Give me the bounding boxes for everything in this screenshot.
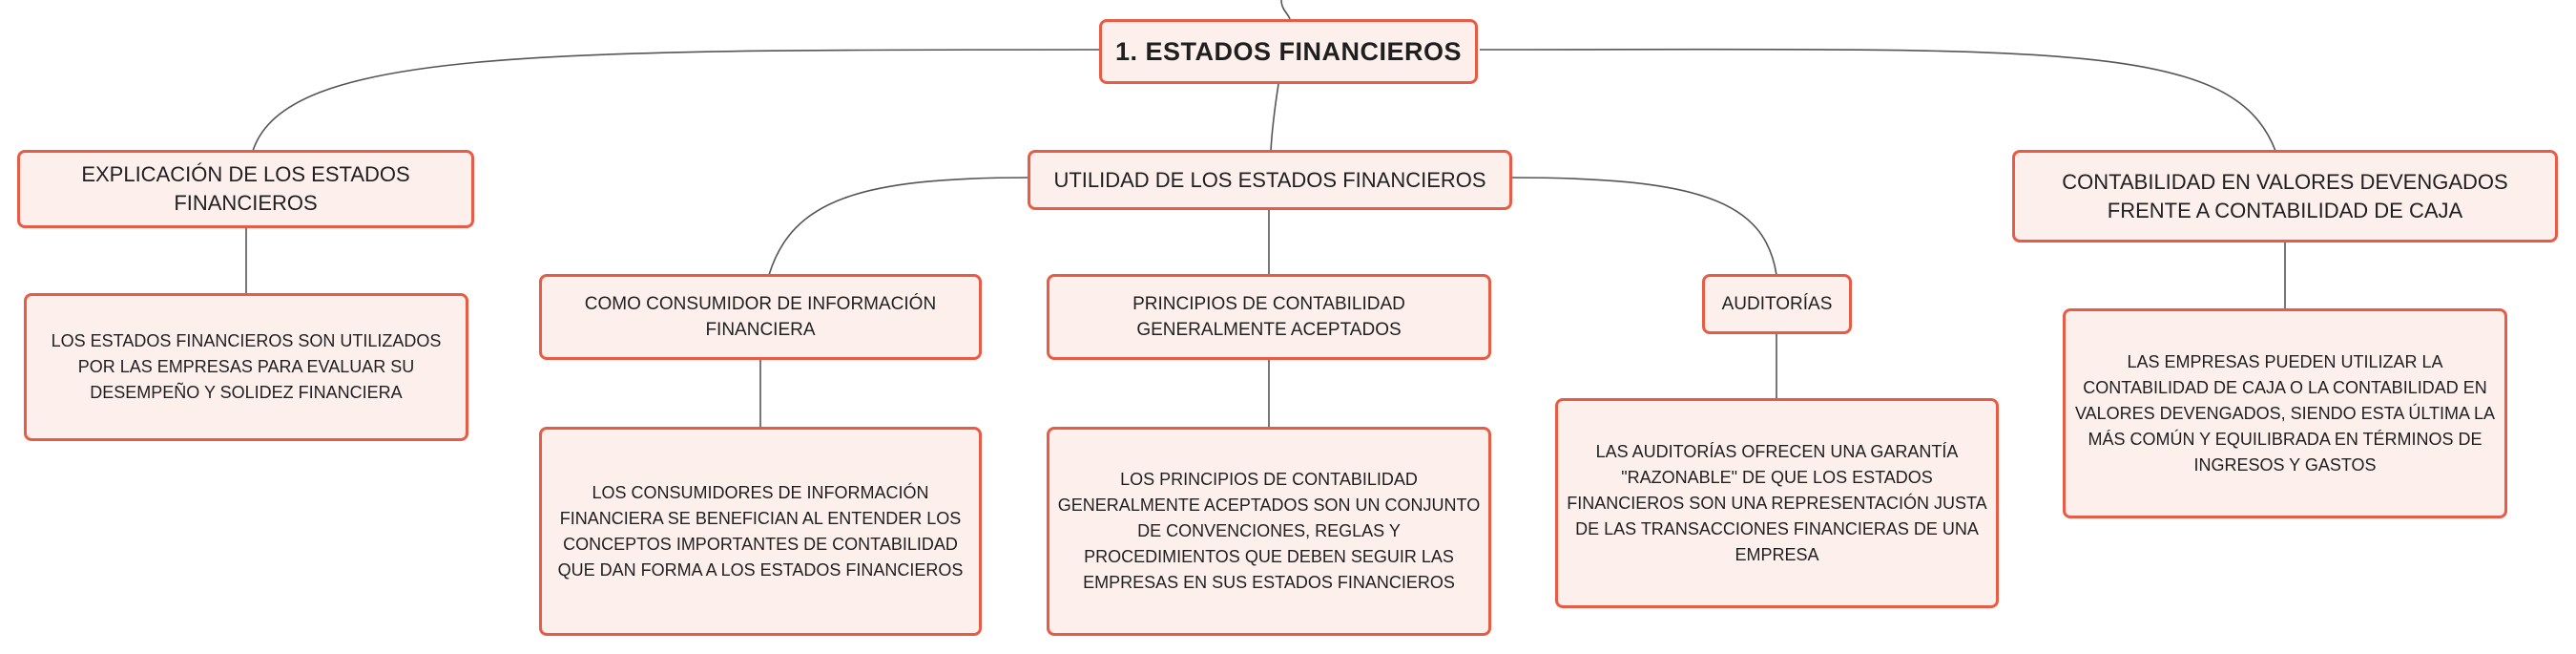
subtopic-auditorias-node[interactable]: AUDITORÍAS xyxy=(1702,274,1852,334)
detail-principios-text: LOS PRINCIPIOS DE CONTABILIDAD GENERALME… xyxy=(1057,470,1481,592)
subtopic-principios-label: PRINCIPIOS DE CONTABILIDAD GENERALMENTE … xyxy=(1132,294,1405,340)
detail-explicacion-node[interactable]: LOS ESTADOS FINANCIEROS SON UTILIZADOS P… xyxy=(24,293,468,441)
root-topic-node[interactable]: 1. ESTADOS FINANCIEROS xyxy=(1099,19,1478,84)
detail-devengados-node[interactable]: LAS EMPRESAS PUEDEN UTILIZAR LA CONTABIL… xyxy=(2063,308,2507,518)
topic-explicacion-node[interactable]: EXPLICACIÓN DE LOS ESTADOS FINANCIEROS xyxy=(17,150,474,228)
detail-principios-node[interactable]: LOS PRINCIPIOS DE CONTABILIDAD GENERALME… xyxy=(1047,427,1491,636)
detail-auditorias-node[interactable]: LAS AUDITORÍAS OFRECEN UNA GARANTÍA "RAZ… xyxy=(1555,398,1999,608)
topic-devengados-node[interactable]: CONTABILIDAD EN VALORES DEVENGADOS FRENT… xyxy=(2012,150,2558,243)
connector-root-up xyxy=(1280,0,1291,20)
connector-utilidad-consumidor xyxy=(768,177,1029,276)
detail-explicacion-text: LOS ESTADOS FINANCIEROS SON UTILIZADOS P… xyxy=(51,331,442,402)
connector-root-explicacion xyxy=(252,49,1103,152)
root-topic-label: 1. ESTADOS FINANCIEROS xyxy=(1114,36,1463,66)
topic-utilidad-label: UTILIDAD DE LOS ESTADOS FINANCIEROS xyxy=(1053,167,1486,192)
connector-root-devengados xyxy=(1479,48,2276,152)
detail-devengados-text: LAS EMPRESAS PUEDEN UTILIZAR LA CONTABIL… xyxy=(2074,351,2496,475)
detail-consumidor-node[interactable]: LOS CONSUMIDORES DE INFORMACIÓN FINANCIE… xyxy=(539,427,982,636)
subtopic-consumidor-node[interactable]: COMO CONSUMIDOR DE INFORMACIÓN FINANCIER… xyxy=(539,274,982,360)
detail-auditorias-text: LAS AUDITORÍAS OFRECEN UNA GARANTÍA "RAZ… xyxy=(1567,441,1987,564)
connector-root-utilidad xyxy=(1270,83,1279,152)
topic-utilidad-node[interactable]: UTILIDAD DE LOS ESTADOS FINANCIEROS xyxy=(1028,150,1512,210)
subtopic-principios-node[interactable]: PRINCIPIOS DE CONTABILIDAD GENERALMENTE … xyxy=(1047,274,1491,360)
subtopic-consumidor-label: COMO CONSUMIDOR DE INFORMACIÓN FINANCIER… xyxy=(584,294,937,340)
subtopic-auditorias-label: AUDITORÍAS xyxy=(1721,294,1833,314)
topic-devengados-label: CONTABILIDAD EN VALORES DEVENGADOS FRENT… xyxy=(2062,169,2508,222)
detail-consumidor-text: LOS CONSUMIDORES DE INFORMACIÓN FINANCIE… xyxy=(557,482,964,580)
connector-utilidad-auditorias xyxy=(1510,177,1777,276)
topic-explicacion-label: EXPLICACIÓN DE LOS ESTADOS FINANCIEROS xyxy=(81,162,410,215)
